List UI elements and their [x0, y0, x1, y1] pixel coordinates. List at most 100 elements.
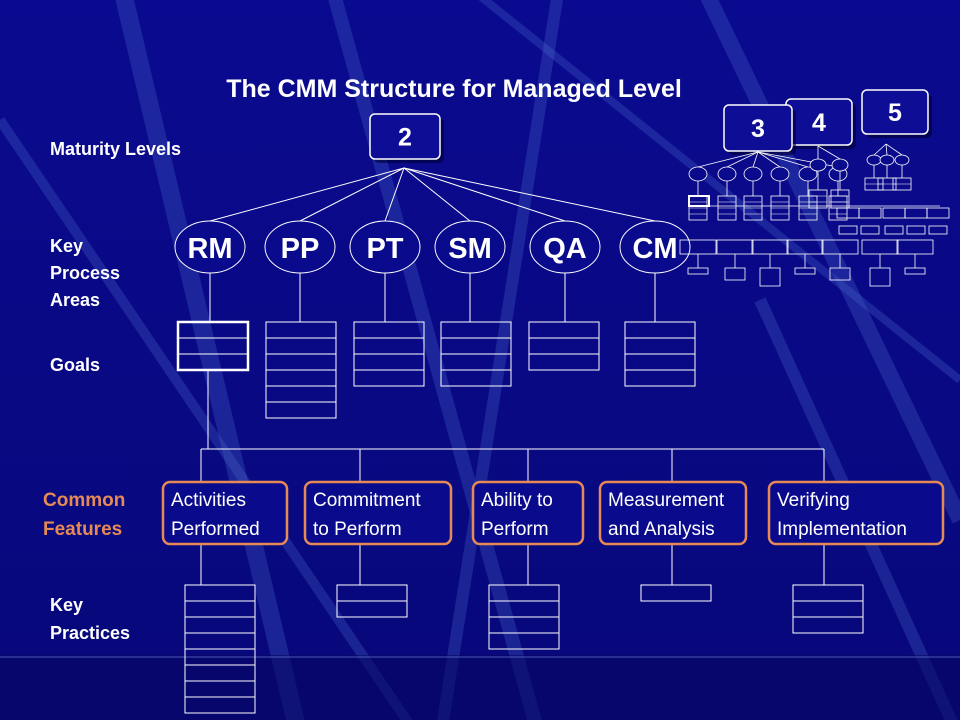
mini-kpa	[688, 166, 708, 182]
mini-stack	[869, 267, 891, 287]
level-to-kpa-line	[403, 167, 566, 222]
practice-stack	[792, 584, 864, 634]
common-feature-label: Commitment	[313, 490, 421, 511]
mini-kpa	[770, 166, 790, 182]
level-box-2	[369, 113, 441, 160]
page-title: The CMM Structure for Managed Level	[226, 75, 682, 103]
row-label-key-process-areas: Key	[50, 236, 83, 256]
goal-stack	[353, 321, 425, 387]
mini-connector	[757, 151, 781, 168]
diagram-labels: The CMM Structure for Managed LevelMatur…	[43, 75, 907, 643]
goal-stack	[176, 320, 250, 372]
kpa-circle	[349, 220, 421, 274]
background-streak	[478, 0, 960, 384]
mini-connector	[726, 151, 759, 168]
mini-feature	[858, 207, 882, 219]
mini-stack	[838, 225, 858, 235]
mini-connector	[752, 151, 759, 168]
background-streak	[115, 0, 305, 720]
kpa-label: QA	[543, 233, 587, 265]
background-streak	[700, 0, 960, 524]
mini-connector	[757, 151, 809, 168]
mini-stack	[904, 267, 926, 275]
level-box-5	[861, 89, 929, 135]
level-to-kpa-line	[209, 167, 405, 222]
mini-connector	[697, 151, 759, 168]
practice-stack	[336, 584, 408, 618]
common-feature-label: Performed	[171, 519, 260, 540]
goal-stack	[440, 321, 512, 387]
mini-kpa	[866, 154, 882, 166]
row-label-maturity-levels: Maturity Levels	[50, 139, 181, 159]
diagram-nodes	[161, 89, 950, 714]
mini-highlight	[688, 195, 710, 207]
level-box-4-label: 4	[812, 109, 826, 137]
mini-stack	[724, 267, 746, 281]
level-box-2-label: 2	[398, 124, 412, 152]
mini-stack	[829, 267, 851, 281]
level-to-kpa-line	[403, 167, 656, 222]
mini-connector	[885, 143, 903, 156]
row-label-common-features: Common	[43, 490, 125, 511]
common-feature-box	[161, 480, 289, 546]
mini-connector	[873, 143, 887, 156]
mini-kpa	[809, 158, 827, 172]
background-streak	[328, 0, 542, 720]
level-box-5-label: 5	[888, 99, 902, 127]
practice-stack-frame	[640, 584, 712, 602]
common-feature-label: to Perform	[313, 519, 402, 540]
kpa-label: RM	[187, 233, 232, 265]
common-feature-label: Ability to	[481, 490, 553, 511]
mini-stack	[884, 225, 904, 235]
goal-stack	[528, 321, 600, 371]
practice-stack-frame	[792, 584, 864, 634]
kpa-circle	[264, 220, 336, 274]
goal-stack-frame	[528, 321, 600, 371]
practice-stack	[488, 584, 560, 650]
mini-feature	[926, 207, 950, 219]
mini-stack	[928, 225, 948, 235]
kpa-label: PP	[281, 233, 320, 265]
mini-lower-tier	[679, 195, 950, 287]
level-box-3-label: 3	[751, 115, 765, 143]
mini-kpa	[894, 154, 910, 166]
kpa-circle	[174, 220, 246, 274]
mini-kpa	[879, 154, 895, 166]
goal-stack	[624, 321, 696, 387]
common-feature-box	[767, 480, 945, 546]
kpa-circle	[529, 220, 601, 274]
background-streak	[0, 117, 413, 720]
mini-stack	[759, 267, 781, 287]
common-feature-label: Activities	[171, 490, 246, 511]
mini-kpa	[717, 166, 737, 182]
mini-connector	[885, 143, 888, 156]
row-label-key-process-areas: Areas	[50, 290, 100, 310]
common-feature-label: Verifying	[777, 490, 850, 511]
row-label-common-features: Features	[43, 519, 122, 540]
mini-stack	[906, 225, 926, 235]
kpa-circle	[434, 220, 506, 274]
level-3-miniature	[688, 151, 848, 221]
common-feature-label: Measurement	[608, 490, 725, 511]
kpa-label: SM	[448, 233, 492, 265]
row-label-goals: Goals	[50, 355, 100, 375]
mini-stack	[860, 225, 880, 235]
mini-stack	[687, 267, 709, 275]
row-label-key-practices: Key	[50, 595, 83, 615]
level-to-kpa-line	[403, 167, 471, 222]
practice-stack	[184, 584, 256, 714]
mini-kpa	[743, 166, 763, 182]
common-feature-box	[598, 480, 748, 546]
higher-level-miniatures	[679, 143, 950, 287]
common-feature-label: Implementation	[777, 519, 907, 540]
connector-lines	[200, 167, 825, 585]
row-label-key-process-areas: Process	[50, 263, 120, 283]
goal-stack	[265, 321, 337, 419]
kpa-circle	[619, 220, 691, 274]
common-feature-label: and Analysis	[608, 519, 715, 540]
kpa-label: PT	[366, 233, 403, 265]
kpa-label: CM	[632, 233, 677, 265]
